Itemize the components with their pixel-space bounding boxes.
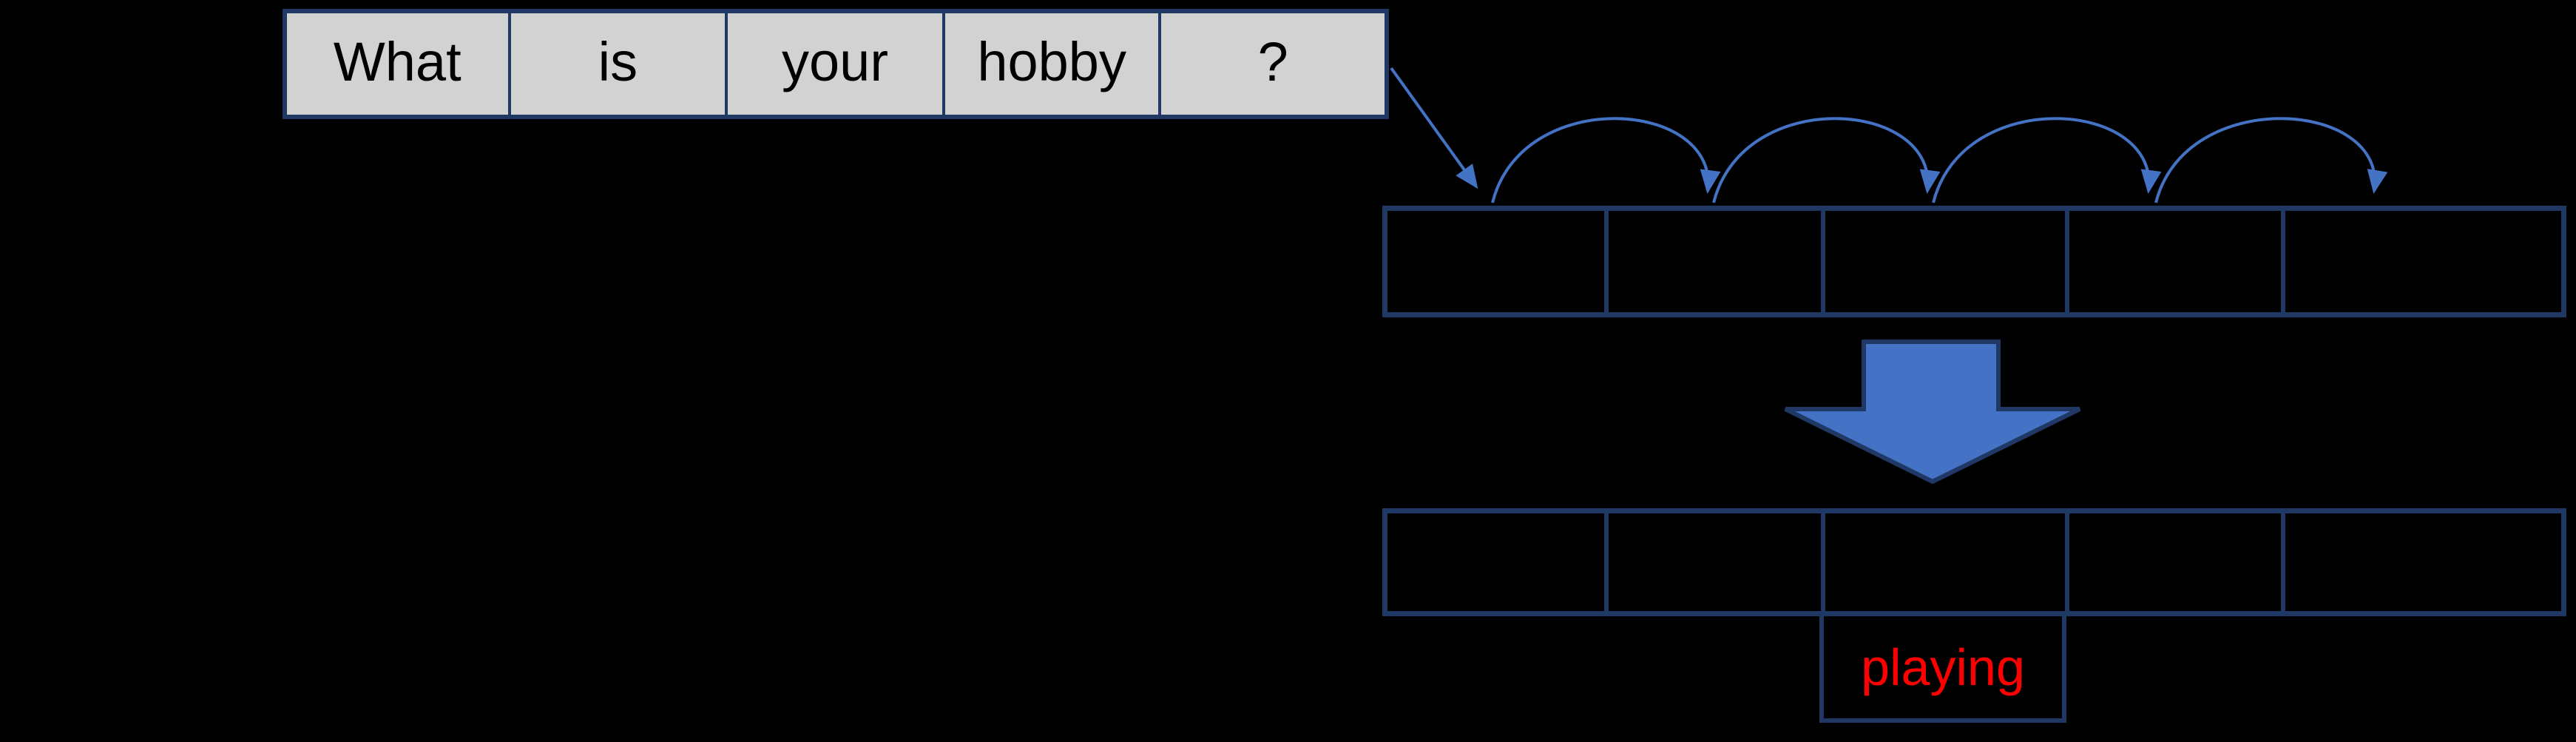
predicted-word-label: playing — [1861, 638, 2025, 696]
hop-arc-icon-4 — [2154, 117, 2388, 203]
output-cell-5 — [2281, 513, 2561, 611]
output-cell-3 — [1820, 513, 2065, 611]
block-down-arrow-icon — [1784, 340, 2081, 485]
input-word-cell-5: ? — [1158, 13, 1385, 115]
hidden-cell-5 — [2281, 211, 2561, 312]
hidden-cell-1 — [1387, 211, 1604, 312]
input-word-cell-3: your — [725, 13, 942, 115]
hop-arc-icon-2 — [1712, 117, 1941, 203]
hidden-cell-3 — [1820, 211, 2065, 312]
output-cell-4 — [2064, 513, 2281, 611]
output-cell-2 — [1604, 513, 1820, 611]
output-row — [1382, 508, 2566, 616]
hop-arc-icon-3 — [1932, 117, 2162, 203]
hop-arc-icon-1 — [1491, 117, 1721, 203]
output-cell-1 — [1387, 513, 1604, 611]
input-sentence-table: What is your hobby ? — [283, 9, 1389, 119]
hidden-state-row — [1382, 206, 2566, 317]
hidden-cell-4 — [2064, 211, 2281, 312]
input-arrow-icon — [1390, 67, 1478, 189]
input-word-cell-2: is — [507, 13, 726, 115]
input-word-cell-4: hobby — [942, 13, 1159, 115]
input-word-cell-1: What — [333, 30, 462, 92]
hidden-cell-2 — [1604, 211, 1820, 312]
predicted-word-box: playing — [1819, 611, 2066, 723]
